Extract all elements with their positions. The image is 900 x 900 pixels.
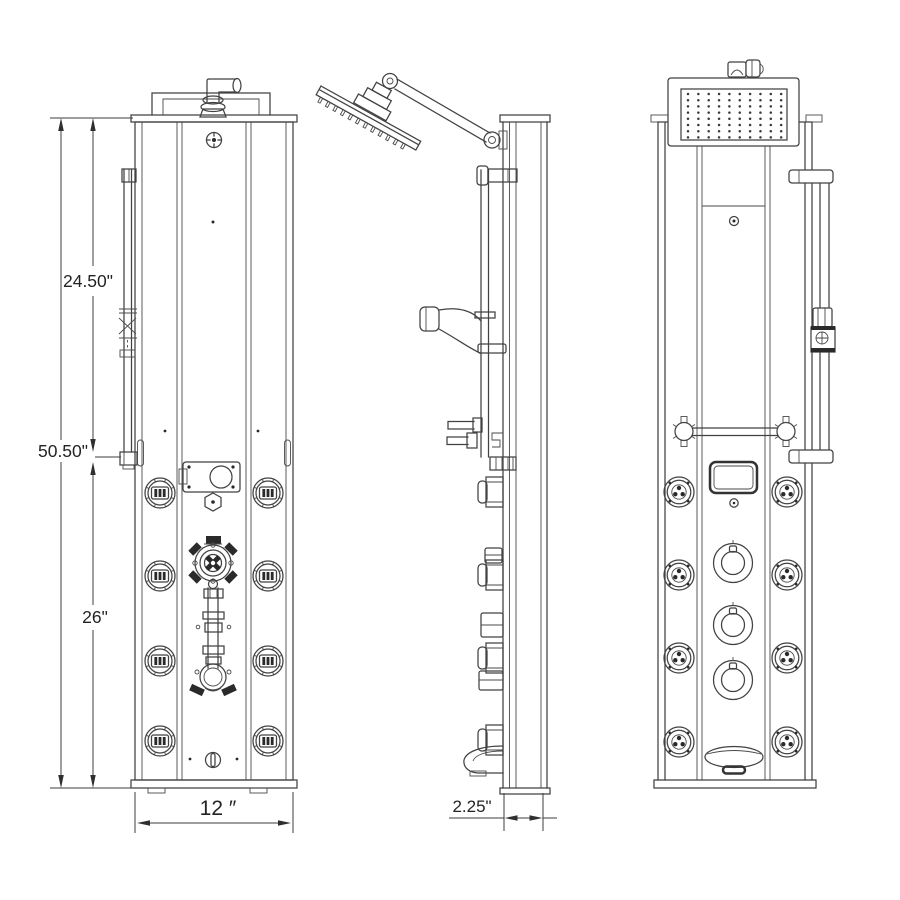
drain-screw [204,751,222,769]
dimension-total-height: 50.50" [38,117,133,789]
control-knobs [712,539,754,701]
body-jet-side [477,559,504,591]
lower-height-label: 26" [82,607,108,627]
body-jet [771,642,803,674]
body-jet [252,560,284,592]
body-jet [252,645,284,677]
hand-shower-holder-left [118,308,137,358]
control-knob [712,656,754,701]
body-jet [771,726,803,758]
body-jet [144,477,176,509]
rain-shower-arm-side [315,72,508,151]
body-jets-front-technical [144,477,284,757]
hand-shower-holder-right [810,307,836,353]
body-jet-side [477,476,504,508]
inlet-pipe-elbow [199,77,242,118]
volume-valve-body [189,663,237,697]
panel-profile [499,114,551,795]
body-jet [144,645,176,677]
body-jet [663,726,695,758]
dimension-width: 12 ″ [134,792,294,833]
tub-spout-side [463,745,504,777]
knob-profiles-side [478,547,504,691]
diverter-hex-nut [204,492,222,512]
body-jets-finished [663,476,803,758]
swivel-connector [727,59,764,78]
rain-shower-head-side [315,85,422,151]
slide-rail-right [788,169,836,464]
towel-bar [672,416,798,447]
dimension-upper-height: 24.50" [63,118,121,458]
control-knob [712,601,754,646]
dimension-depth: 2.25" [449,793,557,831]
body-jet [771,476,803,508]
total-height-label: 50.50" [38,441,88,461]
hand-shower-holder-side [419,306,507,354]
finished-front-view [650,59,836,789]
dimension-annotations: 50.50" 24.50" 26" 12 ″ 2.25" [38,117,557,833]
water-supply-pipes [446,417,503,449]
panel-frame [130,114,298,794]
body-jets-side [477,476,504,756]
body-jet-side [477,724,504,756]
mounting-bracket-top [151,92,271,116]
side-profile-view [315,72,551,795]
upper-height-label: 24.50" [63,271,113,291]
body-jet [144,725,176,757]
body-jet [663,642,695,674]
control-knob [712,539,754,584]
display-window [708,460,759,508]
dimension-lower-height: 26" [82,462,108,788]
body-jet [144,560,176,592]
body-jet [663,476,695,508]
body-jet [252,477,284,509]
width-label: 12 ″ [200,797,237,820]
slide-rail-side [476,165,518,471]
body-jet [252,725,284,757]
tub-spout-front [704,745,764,775]
front-technical-view [118,77,298,794]
nozzle-dot-grid [686,92,783,139]
thermostatic-valve [188,536,238,590]
top-screw [205,131,223,149]
body-jet [663,559,695,591]
depth-label: 2.25" [452,797,491,816]
wall-rail-left [119,168,138,470]
body-jet [771,559,803,591]
body-jet-side [477,642,504,674]
rain-shower-head-front [667,59,800,147]
control-plate [178,461,241,493]
shower-head-ball-joint [352,81,393,122]
valve-stem [195,587,232,669]
